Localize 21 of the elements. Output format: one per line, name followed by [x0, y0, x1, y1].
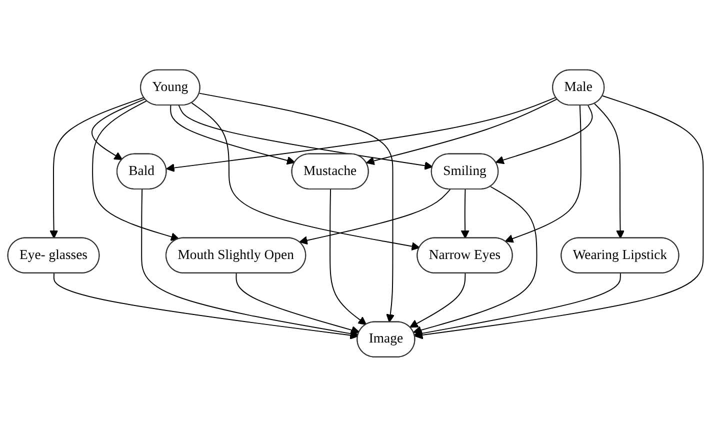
arrow	[366, 98, 558, 166]
arrow	[198, 92, 395, 323]
arrow	[50, 97, 144, 239]
arrow	[413, 186, 538, 334]
arrow	[92, 98, 146, 160]
arrow	[299, 189, 451, 245]
arrow	[594, 103, 625, 239]
arrow	[170, 105, 296, 165]
arrow	[191, 102, 420, 251]
arrow	[178, 105, 433, 170]
arrow	[330, 189, 367, 326]
arrow	[166, 97, 556, 172]
arrow	[414, 96, 704, 340]
arrow	[504, 105, 582, 243]
arrow	[414, 273, 621, 338]
arrow	[236, 273, 360, 334]
arrow	[53, 273, 358, 340]
arrow	[410, 273, 466, 328]
arrow	[92, 100, 180, 242]
arrow	[460, 189, 470, 239]
arrow	[495, 105, 593, 164]
